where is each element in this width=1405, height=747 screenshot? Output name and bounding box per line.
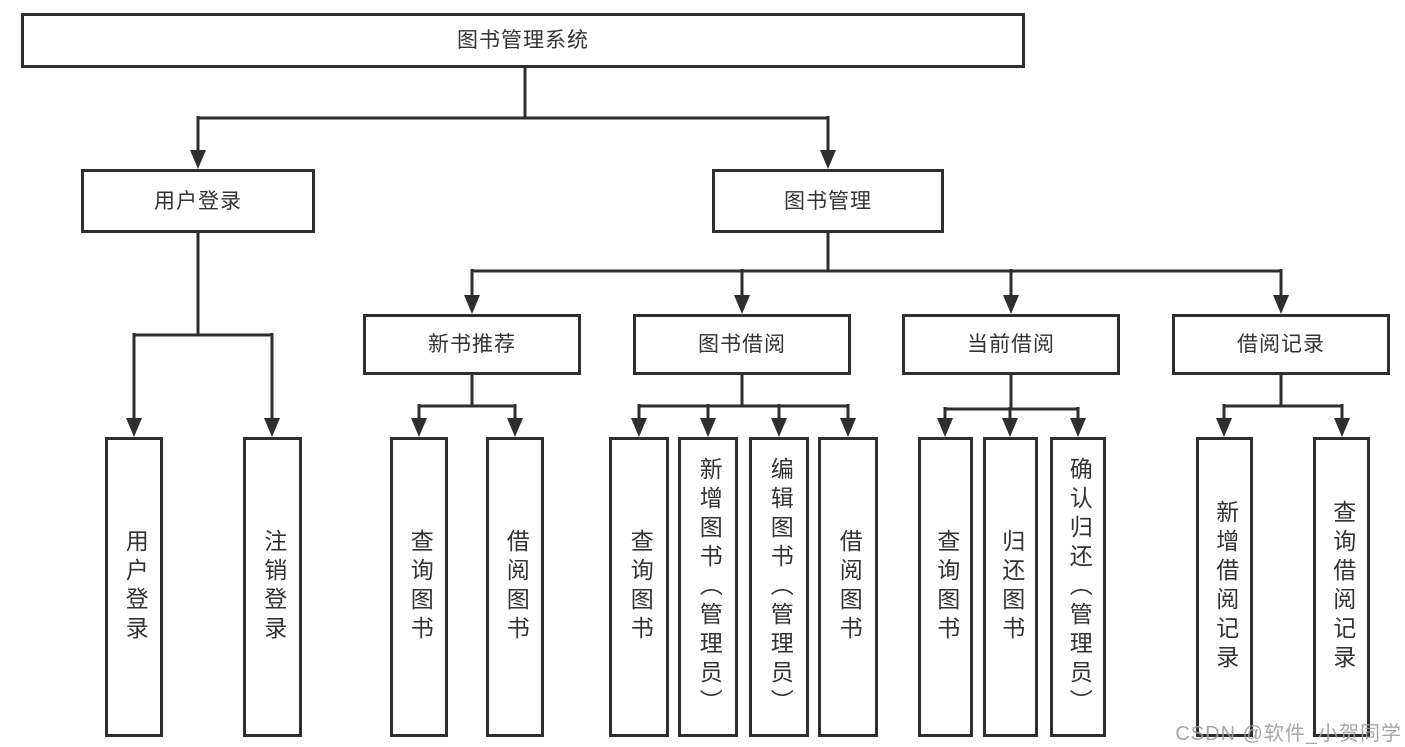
node-new-book-recommend: 新书推荐 (363, 314, 581, 375)
leaf-bb-query-books: 查询图书 (609, 437, 669, 737)
node-borrow-records: 借阅记录 (1172, 314, 1390, 375)
csdn-watermark: CSDN @软件_小贺同学 (1175, 723, 1402, 745)
node-book-management: 图书管理 (712, 169, 944, 233)
leaf-cb-return-books: 归还图书 (983, 437, 1038, 737)
leaf-br-add-record: 新增借阅记录 (1196, 437, 1253, 737)
leaf-nb-borrow-books: 借阅图书 (486, 437, 544, 737)
leaf-logout: 注销登录 (243, 437, 302, 737)
leaf-br-query-record: 查询借阅记录 (1313, 437, 1370, 737)
leaf-user-login: 用户登录 (105, 437, 163, 737)
leaf-bb-edit-books-admin: 编辑图书（管理员） (749, 437, 809, 737)
leaf-bb-add-books-admin: 新增图书（管理员） (678, 437, 738, 737)
arrowheads (126, 150, 1350, 437)
node-user-login-group: 用户登录 (81, 169, 315, 233)
node-root: 图书管理系统 (21, 13, 1025, 68)
leaf-bb-borrow-books: 借阅图书 (818, 437, 878, 737)
node-current-borrow: 当前借阅 (902, 314, 1120, 375)
leaf-cb-query-books: 查询图书 (918, 437, 973, 737)
leaf-cb-confirm-return-admin: 确认归还（管理员） (1050, 437, 1106, 737)
node-book-borrow: 图书借阅 (633, 314, 851, 375)
leaf-nb-query-books: 查询图书 (390, 437, 448, 737)
